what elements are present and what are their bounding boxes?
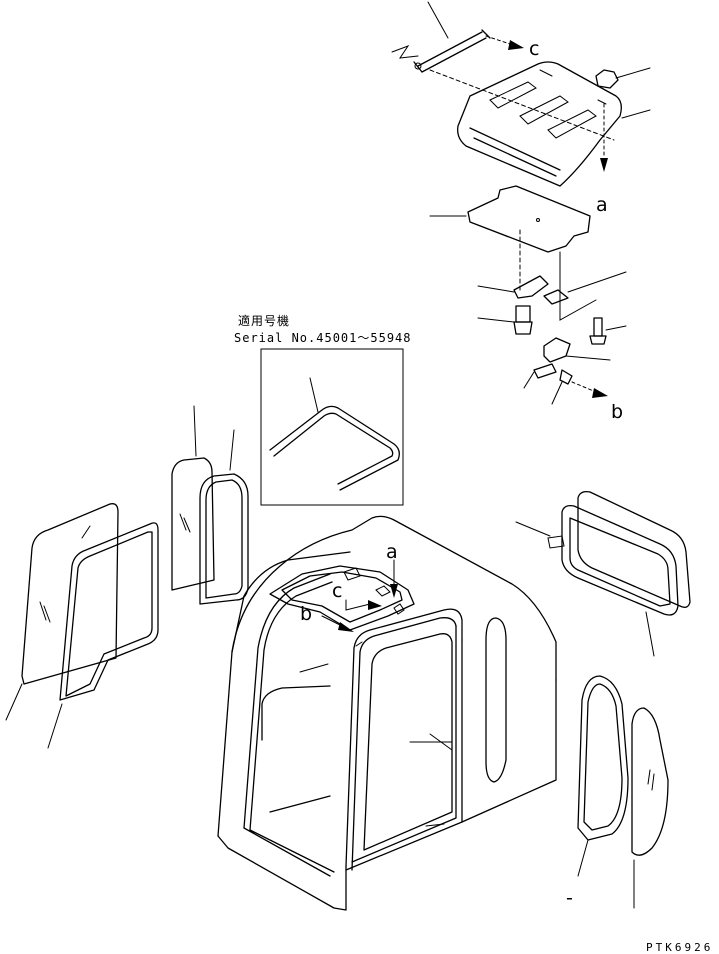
arrow-b-cab [321, 615, 354, 632]
right-rear-glass [515, 490, 691, 608]
pin [523, 363, 557, 389]
clip-b [551, 369, 608, 405]
arrow-c-top [485, 35, 524, 50]
roof-cover [429, 61, 622, 187]
clip [543, 271, 627, 305]
bolt-left [477, 305, 533, 335]
label-c-cab: c [332, 580, 342, 602]
label-b-cab: b [300, 603, 312, 625]
leader-roof [621, 109, 651, 119]
arrow-a-right [600, 103, 608, 172]
label-a-right: a [596, 194, 608, 216]
centerline-2 [559, 251, 597, 321]
bracket [477, 275, 549, 299]
roll-bar-part [269, 377, 400, 491]
left-seal-large [47, 522, 159, 749]
label-b-right: b [611, 401, 623, 423]
roof-nut [595, 67, 651, 89]
left-seal-small [199, 429, 249, 605]
left-glass-large [5, 503, 119, 721]
arrow-c-cab [345, 599, 382, 611]
left-glass-small [171, 405, 215, 591]
block [543, 337, 611, 363]
label-a-cab: a [386, 541, 398, 563]
drawing-code: PTK6926 [646, 941, 713, 954]
label-c-top: c [529, 38, 539, 60]
arrow-a-cab [390, 559, 398, 598]
liner-plate [429, 185, 591, 253]
right-rear-seal [561, 504, 679, 657]
inset-box [260, 348, 404, 506]
bolt-right [589, 317, 627, 345]
serial-range-label: Serial No.45001〜55948 [234, 331, 412, 345]
right-door-seal [577, 675, 629, 877]
cab-frame [217, 515, 557, 911]
gas-spring [391, 1, 491, 73]
label-dash: - [566, 887, 573, 909]
serial-jp-label: 適用号機 [238, 313, 290, 328]
right-door-glass [631, 707, 669, 909]
